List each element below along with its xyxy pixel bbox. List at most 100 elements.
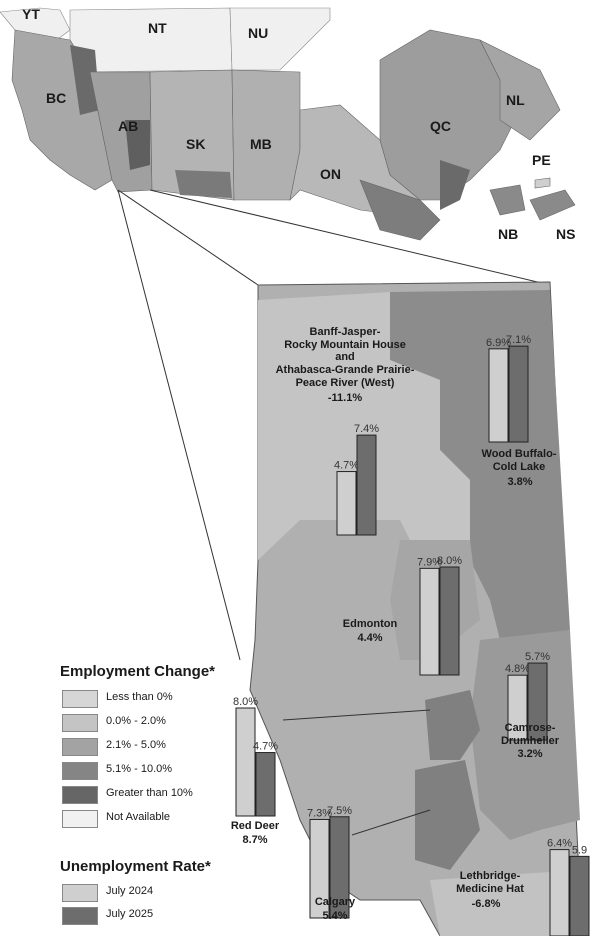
employment-legend-label: Not Available <box>106 811 171 823</box>
zoom-line-down <box>117 189 241 661</box>
employment-legend-label: 2.1% - 5.0% <box>106 739 166 751</box>
employment-legend-title: Employment Change* <box>60 663 216 680</box>
sk-dark-region <box>175 170 232 198</box>
bar-camrose-july-2024 <box>507 674 528 741</box>
bar-edmonton-july-2025 <box>439 566 460 676</box>
bar-label-camrose-july-2025: 5.7% <box>525 651 550 663</box>
bar-label-lethbridge-july-2025: 5.9 <box>572 844 587 856</box>
employment-legend-label: 0.0% - 2.0% <box>106 715 166 727</box>
unemployment-legend-swatch <box>62 907 98 925</box>
label-camrose-region: Camrose- Drumheller <box>500 722 560 747</box>
label-qc: QC <box>430 118 451 134</box>
bar-wood-july-2024 <box>488 348 509 443</box>
employment-legend-swatch <box>62 738 98 756</box>
employment-legend-label: Less than 0% <box>106 691 173 703</box>
unemployment-legend-label: July 2025 <box>106 908 154 920</box>
label-yt: YT <box>22 6 40 22</box>
label-banff-change: -11.1% <box>327 392 363 404</box>
bar-label-calgary-july-2024: 7.3% <box>307 807 332 819</box>
label-camrose-change: 3.2% <box>517 748 543 760</box>
on-south-region <box>359 179 441 241</box>
red-deer-region <box>425 690 480 760</box>
label-bc: BC <box>46 90 67 106</box>
employment-legend-item: 5.1% - 10.0% <box>62 762 242 780</box>
bc-dark-region <box>70 45 100 115</box>
employment-legend-label: Greater than 10% <box>106 787 193 799</box>
bar-label-lethbridge-july-2024: 6.4% <box>547 838 572 850</box>
label-lethbridge-region: Lethbridge- Medicine Hat <box>456 870 524 895</box>
bar-label-reddeer-july-2024: 8.0% <box>233 696 258 708</box>
bar-calgary-july-2025 <box>329 816 350 919</box>
zoom-line-right <box>149 189 551 286</box>
bar-reddeer-july-2025 <box>255 752 276 817</box>
pei-region <box>534 177 551 189</box>
label-wood-region: Wood Buffalo- Cold Lake <box>481 448 557 473</box>
nova-scotia-region <box>529 189 576 221</box>
label-nb: NB <box>498 226 519 242</box>
zoom-line-left <box>117 189 259 286</box>
bar-banff-july-2024 <box>336 471 357 536</box>
employment-legend-item: 0.0% - 2.0% <box>62 714 242 732</box>
quebec-region <box>379 29 521 201</box>
bar-reddeer-july-2024 <box>235 707 256 817</box>
calgary-region <box>415 760 480 870</box>
reddeer-leader <box>282 709 431 721</box>
employment-legend-label: 5.1% - 10.0% <box>106 763 173 775</box>
bar-label-banff-july-2025: 7.4% <box>354 423 379 435</box>
lethbridge-region <box>430 870 582 936</box>
unemployment-legend-swatch <box>62 884 98 902</box>
alberta-dark-region <box>125 120 150 170</box>
employment-legend-swatch <box>62 786 98 804</box>
label-sk: SK <box>186 136 206 152</box>
bar-label-wood-july-2025: 7.1% <box>506 334 531 346</box>
unemployment-legend-item: July 2025 <box>62 907 242 925</box>
bar-banff-july-2025 <box>356 434 377 536</box>
label-calgary-change: 5.4% <box>322 910 348 922</box>
bar-label-edmonton-july-2025: 8.0% <box>437 555 462 567</box>
employment-legend-item: 2.1% - 5.0% <box>62 738 242 756</box>
label-reddeer-region: Red Deer <box>230 820 280 832</box>
bar-label-calgary-july-2025: 7.5% <box>327 805 352 817</box>
label-ab: AB <box>118 118 139 134</box>
northwest-territories-region <box>69 7 233 73</box>
unemployment-legend-title: Unemployment Rate* <box>60 858 211 875</box>
label-wood-change: 3.8% <box>507 476 533 488</box>
bar-camrose-july-2025 <box>527 662 548 741</box>
bar-label-banff-july-2024: 4.7% <box>334 460 359 472</box>
bar-lethbridge-july-2024 <box>549 849 570 936</box>
nunavut-region <box>229 7 331 71</box>
banff-region <box>258 292 470 560</box>
employment-legend-item: Greater than 10% <box>62 786 242 804</box>
employment-legend-item: Less than 0% <box>62 690 242 708</box>
employment-legend-swatch <box>62 690 98 708</box>
newfoundland-labrador-region <box>479 39 561 141</box>
label-nl: NL <box>506 92 525 108</box>
label-reddeer-change: 8.7% <box>242 834 268 846</box>
unemployment-legend-label: July 2024 <box>106 885 154 897</box>
label-edmonton-region: Edmonton <box>342 618 398 630</box>
employment-legend-swatch <box>62 762 98 780</box>
bar-label-camrose-july-2024: 4.8% <box>505 663 530 675</box>
label-edmonton-change: 4.4% <box>357 632 383 644</box>
label-banff-region: Banff-Jasper- Rocky Mountain House and A… <box>275 326 415 389</box>
bar-label-reddeer-july-2025: 4.7% <box>253 741 278 753</box>
bar-lethbridge-july-2025 <box>569 855 590 936</box>
employment-legend: Less than 0% 0.0% - 2.0% 2.1% - 5.0% 5.1% -… <box>62 690 242 840</box>
label-nt: NT <box>148 20 167 36</box>
label-on: ON <box>320 166 341 182</box>
unemployment-legend-item: July 2024 <box>62 884 242 902</box>
bar-calgary-july-2024 <box>309 818 330 919</box>
label-mb: MB <box>250 136 272 152</box>
calgary-leader <box>351 809 431 836</box>
employment-legend-swatch <box>62 810 98 828</box>
bar-wood-july-2025 <box>508 345 529 443</box>
bar-label-wood-july-2024: 6.9% <box>486 337 511 349</box>
bar-label-edmonton-july-2024: 7.9% <box>417 556 442 568</box>
manitoba-region <box>231 69 301 201</box>
qc-dark-region <box>440 160 470 210</box>
label-nu: NU <box>248 25 269 41</box>
employment-legend-swatch <box>62 714 98 732</box>
label-ns: NS <box>556 226 576 242</box>
